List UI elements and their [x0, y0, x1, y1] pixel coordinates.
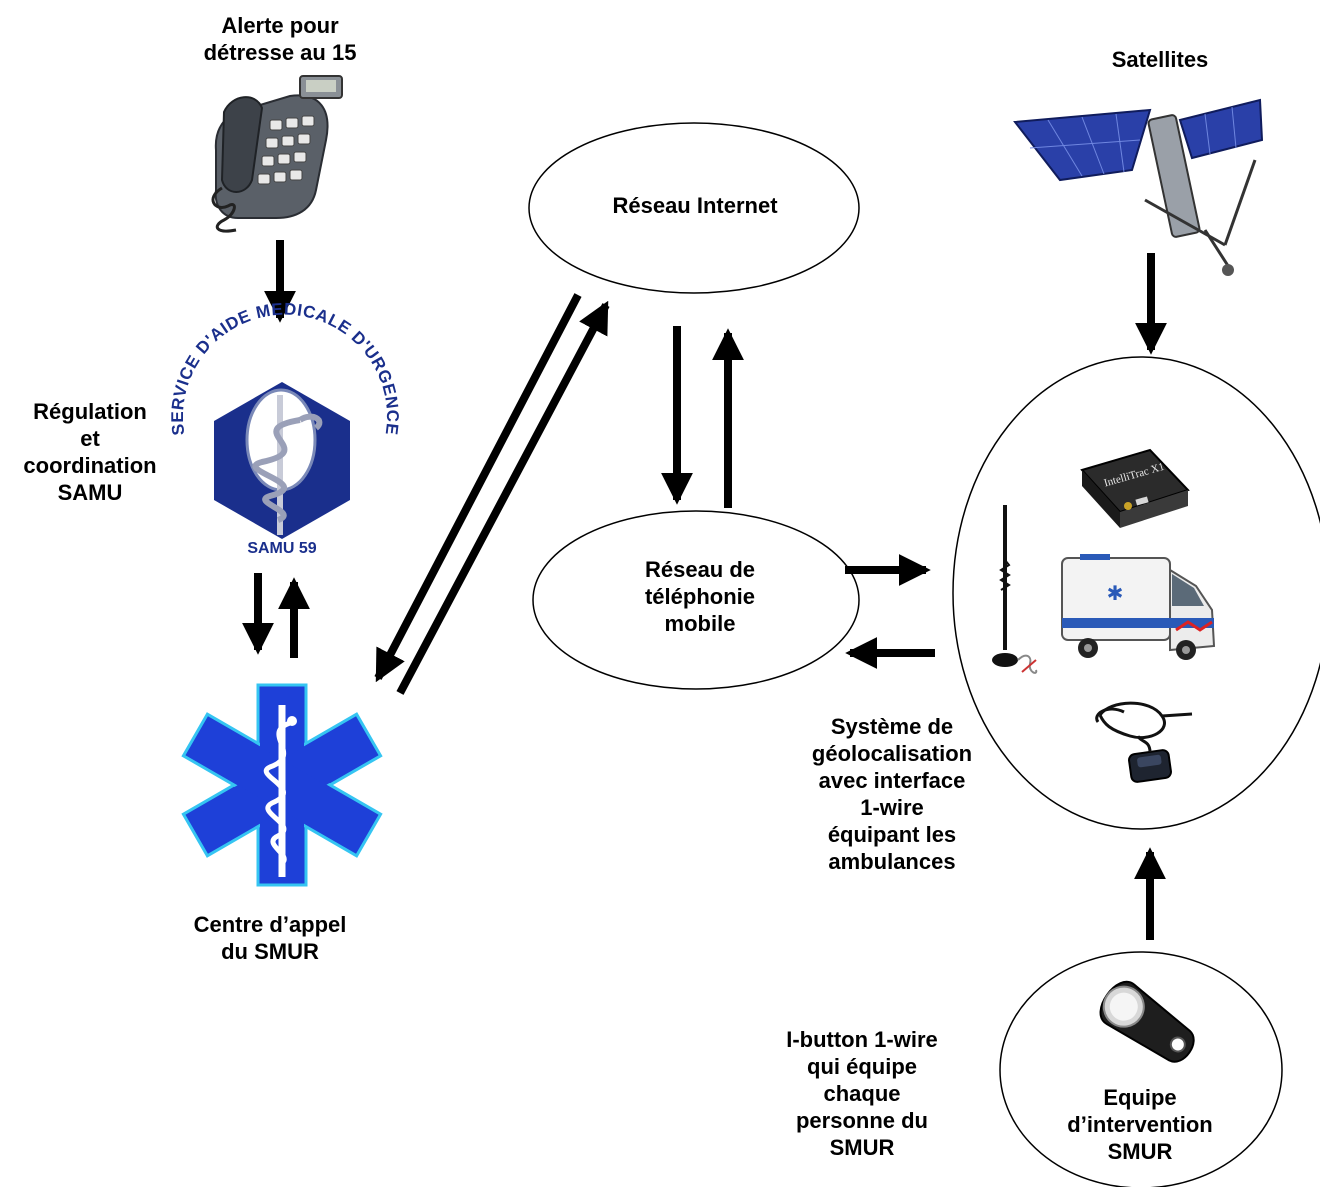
- intervention-team-label: Equipe d’intervention SMUR: [1067, 1085, 1213, 1164]
- arrow-centre-to-internet: [396, 300, 610, 695]
- intervention-team-ellipse: [999, 951, 1283, 1187]
- samu-bottom-text: SAMU 59: [247, 540, 316, 557]
- regulation-label: Régulation et coordination SAMU: [23, 399, 157, 505]
- geolocation-label: Système de géolocalisation avec interfac…: [811, 714, 973, 874]
- antenna-icon: [992, 505, 1038, 674]
- svg-text:✱: ✱: [1107, 581, 1124, 605]
- internet-ellipse: [528, 122, 860, 294]
- mobile-network-label: Réseau de téléphonie mobile: [644, 557, 756, 636]
- telephone-icon: [211, 75, 343, 233]
- samu-logo-icon: SERVICE D'AIDE MEDICALE D'URGENCE SAMU 5…: [168, 300, 401, 557]
- satellites-label: Satellites: [1111, 47, 1209, 72]
- internet-label: Réseau Internet: [612, 193, 778, 218]
- arrow-internet-to-centre: [374, 293, 582, 683]
- mobile-network-ellipse: [532, 510, 860, 690]
- ibutton-label: I-button 1-wire qui équipe chaque person…: [786, 1027, 938, 1160]
- alert-label: Alerte pour détresse au 15: [203, 13, 357, 65]
- satellite-icon: [1013, 98, 1264, 276]
- gps-tracker-icon: IntelliTrac X1: [1080, 448, 1190, 528]
- ibutton-key-icon: [1099, 981, 1195, 1063]
- ambulance-icon: ✱: [1061, 554, 1216, 660]
- gps-receiver-icon: [1095, 701, 1193, 783]
- centre-label: Centre d’appel du SMUR: [193, 912, 347, 964]
- star-of-life-icon: [181, 683, 383, 887]
